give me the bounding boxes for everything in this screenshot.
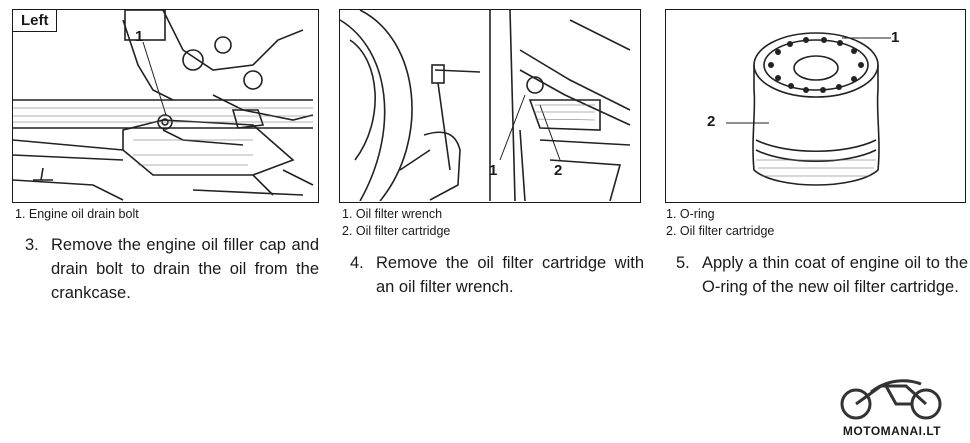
callout-2: 2 <box>707 113 716 130</box>
figure-oil-filter-wrench: 1 2 <box>339 9 641 203</box>
legend: 1. O-ring 2. Oil filter cartridge <box>666 206 774 240</box>
figure-oil-filter-cartridge: 1 2 <box>665 9 966 203</box>
watermark-logo: MOTOMANAI.LT <box>826 372 958 440</box>
step-4: 4. Remove the oil filter cartridge with … <box>350 251 644 299</box>
callout-1: 1 <box>891 29 900 46</box>
step-number: 4. <box>350 254 364 272</box>
legend: 1. Engine oil drain bolt <box>15 206 139 223</box>
legend-item: 1. O-ring <box>666 207 715 221</box>
legend-item: 2. Oil filter cartridge <box>666 224 775 238</box>
oil-filter-cartridge-illustration <box>726 32 891 186</box>
filter-wrench-illustration <box>340 10 631 201</box>
step-number: 5. <box>676 254 690 272</box>
motorcycle-logo-icon <box>840 379 942 420</box>
step-number: 3. <box>25 236 39 254</box>
legend-item: 2. Oil filter cartridge <box>342 224 451 238</box>
callout-1: 1 <box>135 28 144 45</box>
legend: 1. Oil filter wrench 2. Oil filter cartr… <box>342 206 450 240</box>
engine-underside-illustration <box>13 10 314 201</box>
callout-2: 2 <box>554 162 563 179</box>
callout-1: 1 <box>489 162 498 179</box>
step-5: 5. Apply a thin coat of engine oil to th… <box>676 251 968 299</box>
legend-item: 1. Oil filter wrench <box>342 207 443 221</box>
watermark-text: MOTOMANAI.LT <box>842 424 942 438</box>
step-3: 3. Remove the engine oil filler cap and … <box>25 233 319 305</box>
legend-item: 1. Engine oil drain bolt <box>15 207 139 221</box>
figure-drain-bolt: Left 1 <box>12 9 319 203</box>
orientation-tag: Left <box>13 10 57 32</box>
step-text: Remove the oil filter cartridge with an … <box>376 254 644 296</box>
step-text: Apply a thin coat of engine oil to the O… <box>702 254 968 296</box>
step-text: Remove the engine oil filler cap and dra… <box>51 236 319 302</box>
